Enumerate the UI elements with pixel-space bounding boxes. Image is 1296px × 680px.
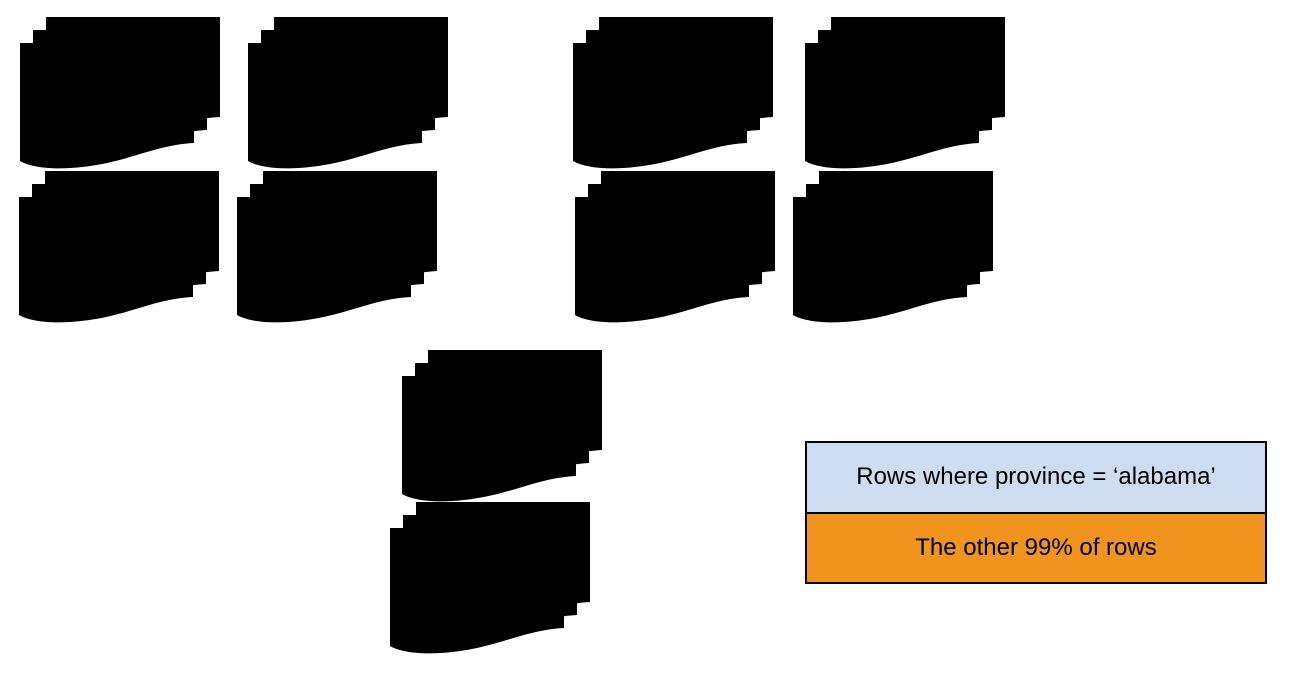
region-label: eu-west-1 bbox=[602, 86, 718, 117]
legend-item-label: Rows where province = ‘alabama’ bbox=[856, 463, 1216, 491]
legend-item-other-rows: The other 99% of rows bbox=[807, 511, 1265, 582]
stack-eu-east-2: eu-east-2 bbox=[792, 170, 994, 323]
region-label: ap-east-1 bbox=[433, 419, 545, 450]
stack-us-east-2: us-east-2 bbox=[236, 170, 438, 323]
legend: Rows where province = ‘alabama’ The othe… bbox=[805, 441, 1267, 584]
stack-us-west-2: us-west-2 bbox=[18, 170, 220, 323]
stack-us-west-1: us-west-1 bbox=[19, 16, 221, 169]
stack-eu-east-1: eu-east-1 bbox=[804, 16, 1006, 169]
region-label: us-east-1 bbox=[279, 86, 391, 117]
region-label: us-west-1 bbox=[49, 86, 165, 117]
legend-item-label: The other 99% of rows bbox=[915, 533, 1157, 561]
region-label: eu-west-2 bbox=[604, 240, 720, 271]
region-label: eu-east-1 bbox=[836, 86, 948, 117]
region-label: eu-east-2 bbox=[824, 240, 936, 271]
legend-item-alabama-rows: Rows where province = ‘alabama’ bbox=[807, 443, 1265, 512]
stack-eu-west-1: eu-west-1 bbox=[572, 16, 774, 169]
stack-eu-west-2: eu-west-2 bbox=[574, 170, 776, 323]
stack-ap-east-2: ap-east-2 bbox=[389, 501, 591, 654]
stack-ap-east-1: ap-east-1 bbox=[401, 349, 603, 502]
region-label: ap-east-2 bbox=[421, 571, 533, 602]
stack-us-east-1: us-east-1 bbox=[247, 16, 449, 169]
region-label: us-east-2 bbox=[268, 240, 380, 271]
region-label: us-west-2 bbox=[48, 240, 164, 271]
